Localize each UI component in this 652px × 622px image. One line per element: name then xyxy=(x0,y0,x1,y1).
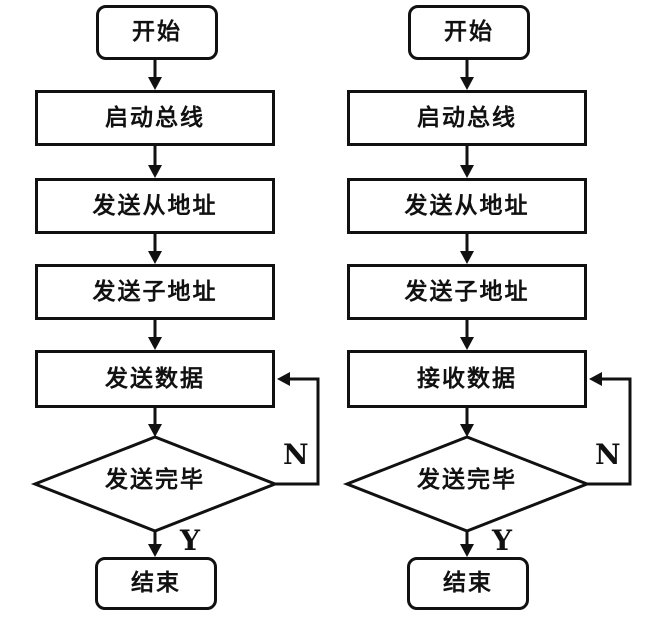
decision-diamond-shape xyxy=(30,435,280,533)
process-label: 接收数据 xyxy=(417,365,517,392)
loop-arrowhead xyxy=(277,372,290,386)
loop-back-line xyxy=(587,377,632,486)
end-node: 结束 xyxy=(407,557,529,610)
process-node-send-slave-address: 发送从地址 xyxy=(35,178,275,234)
process-node-send-slave-address: 发送从地址 xyxy=(347,178,587,234)
start-label: 开始 xyxy=(444,19,494,45)
loop-arrowhead xyxy=(589,372,602,386)
flow-arrows xyxy=(153,60,320,546)
start-node: 开始 xyxy=(408,5,530,60)
process-label: 发送数据 xyxy=(105,365,205,392)
process-label: 发送子地址 xyxy=(92,278,218,305)
flow-arrows xyxy=(465,60,632,546)
branch-label-yes: Y xyxy=(180,524,200,557)
connector-lines-receive xyxy=(342,60,632,557)
process-node-send-sub-address: 发送子地址 xyxy=(347,264,587,320)
process-node-start-bus: 启动总线 xyxy=(347,90,587,146)
flowchart-transmit: 开始 启动总线 发送从地址 发送子地址 发送数据 发送完毕 N Y 结束 xyxy=(30,5,320,610)
connector-lines-transmit xyxy=(30,60,320,557)
flowchart-receive: 开始 启动总线 发送从地址 发送子地址 接收数据 发送完毕 N Y 结束 xyxy=(312,0,652,622)
start-node: 开始 xyxy=(96,5,218,60)
process-label: 发送子地址 xyxy=(404,278,530,305)
start-label: 开始 xyxy=(132,19,182,45)
process-node-start-bus: 启动总线 xyxy=(35,90,275,146)
process-label: 启动总线 xyxy=(105,104,205,131)
process-label: 发送从地址 xyxy=(92,192,218,219)
process-node-receive-data: 接收数据 xyxy=(347,350,587,408)
branch-label-yes: Y xyxy=(492,524,512,557)
decision-node-label: 发送完毕 xyxy=(105,467,205,493)
loop-back-line xyxy=(275,377,320,486)
process-node-send-sub-address: 发送子地址 xyxy=(35,264,275,320)
end-label: 结束 xyxy=(443,570,493,596)
process-label: 启动总线 xyxy=(417,104,517,131)
process-node-send-data: 发送数据 xyxy=(35,350,275,408)
branch-label-no: N xyxy=(595,438,621,471)
branch-label-no: N xyxy=(283,438,309,471)
process-label: 发送从地址 xyxy=(404,192,530,219)
end-node: 结束 xyxy=(95,557,217,610)
decision-diamond-shape xyxy=(342,435,592,533)
decision-node-label: 发送完毕 xyxy=(417,467,517,493)
end-label: 结束 xyxy=(131,570,181,596)
arrowheads xyxy=(460,77,602,557)
arrowheads xyxy=(148,77,290,557)
